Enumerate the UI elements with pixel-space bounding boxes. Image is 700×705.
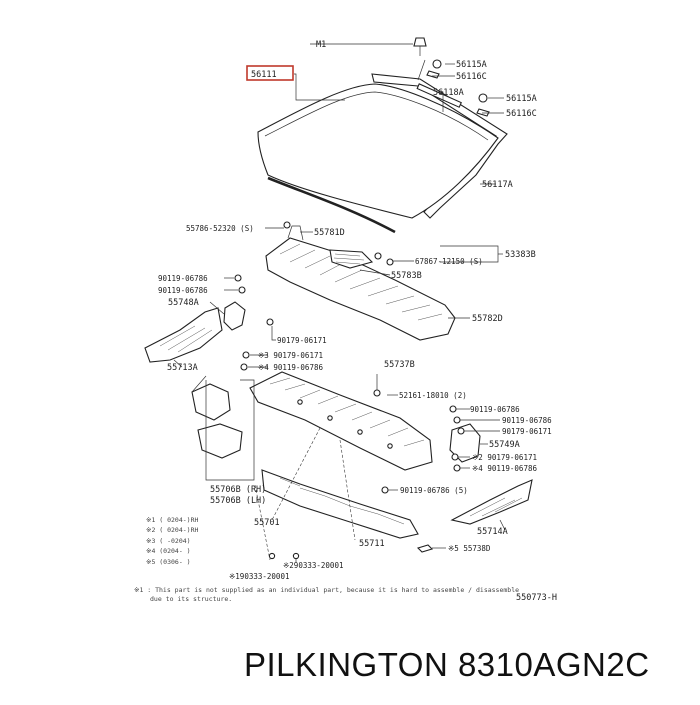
label-55706b-rh[interactable]: 55706B (RH) bbox=[210, 485, 266, 495]
clip-56115a-2-icon bbox=[476, 93, 490, 117]
bolt-90119-c-icon bbox=[240, 363, 248, 371]
legend-item: ※4 (0204- ) bbox=[146, 547, 191, 555]
label-190333[interactable]: ※190333-20001 bbox=[229, 572, 289, 581]
bracket-55749a bbox=[449, 423, 481, 463]
legend-item: ※1 ( 0204-)RH bbox=[146, 516, 198, 524]
bolt-90179-a-icon bbox=[266, 318, 274, 326]
bracket-55713a bbox=[144, 307, 223, 363]
screw-67867b-icon bbox=[386, 258, 394, 266]
clip-top-icon bbox=[413, 37, 427, 56]
leader-lines bbox=[173, 43, 506, 562]
label-90119-06786-a[interactable]: 90119-06786 bbox=[158, 274, 208, 283]
windshield-glass bbox=[257, 83, 499, 219]
label-90119-06786-f[interactable]: ※4 90119-06786 bbox=[472, 464, 537, 473]
windshield-assembly bbox=[257, 37, 508, 234]
legend-item: ※3 ( -0204) bbox=[146, 537, 191, 545]
bolt-90179-c-icon bbox=[457, 427, 465, 435]
windshield-molding bbox=[371, 73, 508, 219]
label-55711[interactable]: 55711 bbox=[359, 539, 385, 549]
clip-56118a bbox=[416, 83, 462, 108]
label-m1: M1 bbox=[316, 40, 326, 50]
label-55737b[interactable]: 55737B bbox=[384, 360, 415, 370]
label-56116c-2[interactable]: 56116C bbox=[506, 109, 537, 119]
screw-67867-icon bbox=[374, 252, 382, 260]
label-55748a[interactable]: 55748A bbox=[168, 298, 199, 308]
hinge-bracket-55706b-rh bbox=[191, 383, 231, 421]
bolt-90119-d-icon bbox=[449, 405, 457, 413]
label-90119-06786-e[interactable]: 90119-06786 bbox=[502, 416, 552, 425]
label-56115a-1[interactable]: 56115A bbox=[456, 60, 487, 70]
bolt-90119-b-icon bbox=[238, 286, 246, 294]
label-90119-06786-c[interactable]: ※4 90119-06786 bbox=[258, 363, 323, 372]
footnote-line: due to its structure. bbox=[150, 595, 232, 603]
bolt-90179-d-icon bbox=[451, 453, 459, 461]
left-bracket-group bbox=[144, 274, 274, 459]
label-55783b[interactable]: 55783B bbox=[391, 271, 422, 281]
label-53383b[interactable]: 53383B bbox=[505, 250, 536, 260]
part-labels: M1 56111 56115A 56116C 56118A 56115A 561… bbox=[158, 40, 557, 603]
screw-55786-icon bbox=[283, 221, 291, 229]
label-90179-06171-c[interactable]: 90179-06171 bbox=[502, 427, 552, 436]
clip-290333-icon bbox=[292, 552, 300, 560]
label-56116c-1[interactable]: 56116C bbox=[456, 72, 487, 82]
label-55738d[interactable]: ※5 55738D bbox=[448, 544, 491, 553]
label-90119-06786-b[interactable]: 90119-06786 bbox=[158, 286, 208, 295]
right-bracket-group bbox=[416, 405, 533, 553]
label-52161[interactable]: 52161-18010 (2) bbox=[399, 391, 467, 400]
label-55786[interactable]: 55786-52320 (S) bbox=[186, 224, 254, 233]
label-90179-06171-b[interactable]: ※3 90179-06171 bbox=[258, 351, 323, 360]
lower-seal-strip bbox=[267, 176, 396, 234]
label-67867[interactable]: 67867-12150 (S) bbox=[415, 257, 483, 266]
label-56118a[interactable]: 56118A bbox=[433, 88, 464, 98]
label-90119-06786-d[interactable]: 90119-06786 bbox=[470, 405, 520, 414]
highlight-box-56111 bbox=[246, 65, 294, 81]
label-550773: 550773-H bbox=[516, 593, 557, 603]
bolt-90119-a-icon bbox=[234, 274, 242, 282]
product-title: PILKINGTON 8310AGN2C bbox=[244, 646, 650, 683]
label-56117a[interactable]: 56117A bbox=[482, 180, 513, 190]
clip-56115a-icon bbox=[426, 59, 442, 79]
bolt-90179-b-icon bbox=[242, 351, 250, 359]
legend-item: ※2 ( 0204-)RH bbox=[146, 526, 198, 534]
cowl-lower-panel-55701 bbox=[261, 469, 419, 539]
label-290333[interactable]: ※290333-20001 bbox=[283, 561, 343, 570]
label-56115a-2[interactable]: 56115A bbox=[506, 94, 537, 104]
footnote-line: ※1 : This part is not supplied as an ind… bbox=[134, 586, 519, 594]
footnote: ※1 : This part is not supplied as an ind… bbox=[134, 586, 519, 603]
applicability-legend: ※1 ( 0204-)RH ※2 ( 0204-)RH ※3 ( -0204) … bbox=[146, 516, 198, 566]
legend-item: ※5 (0306- ) bbox=[146, 558, 191, 566]
seal-55738d bbox=[416, 544, 434, 553]
label-90179-06171-d[interactable]: ※2 90179-06171 bbox=[472, 453, 537, 462]
label-55706b-lh[interactable]: 55706B (LH) bbox=[210, 496, 266, 506]
bolt-52161-icon bbox=[373, 389, 381, 397]
label-90179-06171-a[interactable]: 90179-06171 bbox=[277, 336, 327, 345]
label-55782d[interactable]: 55782D bbox=[472, 314, 503, 324]
bolt-90119-f-icon bbox=[453, 464, 461, 472]
label-56111[interactable]: 56111 bbox=[251, 70, 277, 80]
cowl-top-panel-group bbox=[265, 221, 456, 341]
label-55749a[interactable]: 55749A bbox=[489, 440, 520, 450]
cowl-panel-55711 bbox=[249, 371, 433, 471]
cowl-body-group bbox=[249, 371, 433, 560]
label-55701[interactable]: 55701 bbox=[254, 518, 280, 528]
hinge-bracket-55706b-lh bbox=[197, 423, 243, 459]
bolt-90119-g-icon bbox=[381, 486, 389, 494]
bracket-55748a bbox=[223, 301, 246, 331]
label-55781d[interactable]: 55781D bbox=[314, 228, 345, 238]
label-55714a[interactable]: 55714A bbox=[477, 527, 508, 537]
clip-190333-icon bbox=[268, 552, 276, 560]
bracket-55714a bbox=[450, 479, 533, 525]
label-55713a[interactable]: 55713A bbox=[167, 363, 198, 373]
label-90119-06786-g[interactable]: 90119-06786 (5) bbox=[400, 486, 468, 495]
bolt-90119-e-icon bbox=[453, 416, 461, 424]
